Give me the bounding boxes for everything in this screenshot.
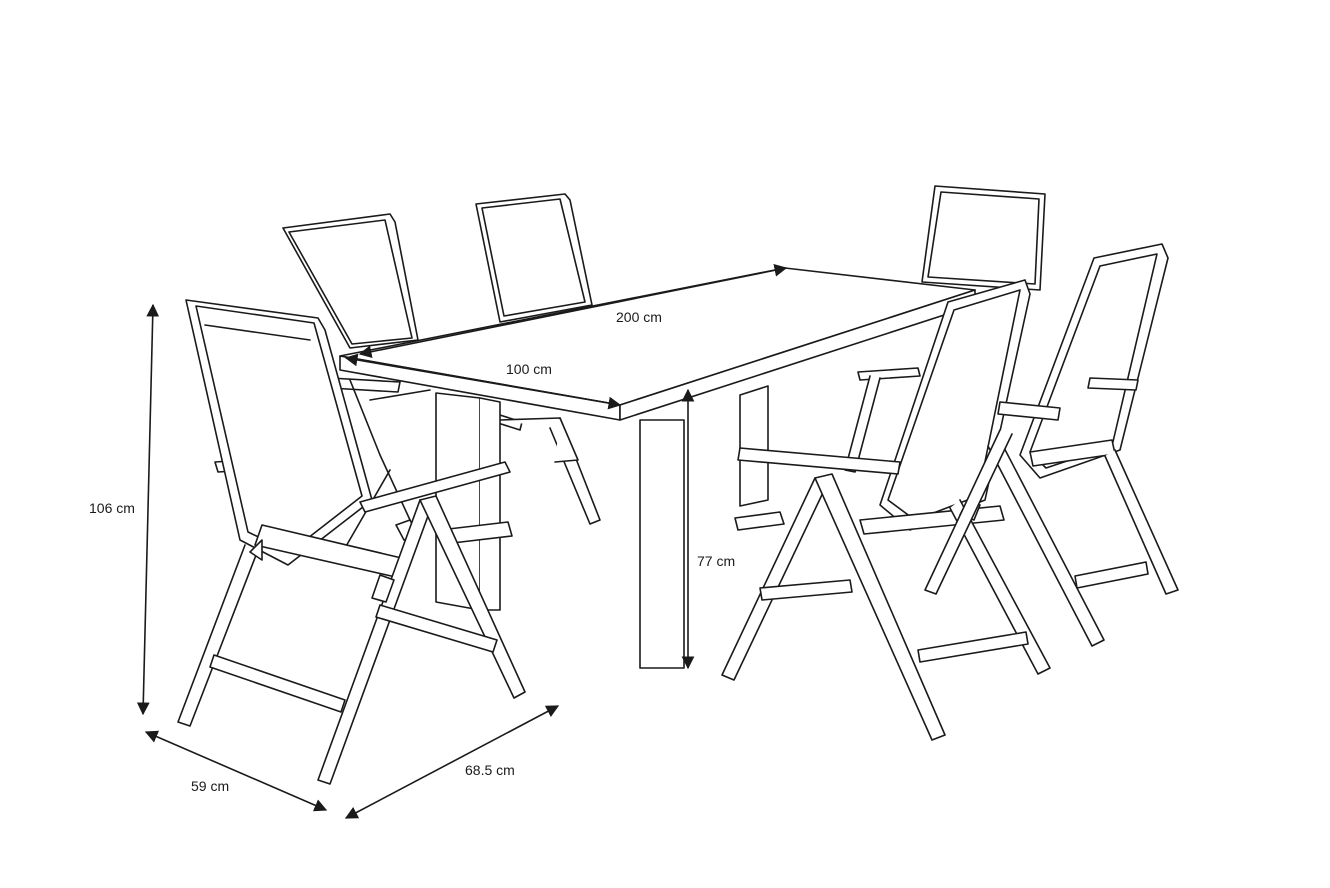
table-leg-right [739,385,769,507]
dimension-line-106 [136,303,160,716]
label-chair-depth: 68.5 cm [465,762,515,778]
dimension-line-100 [344,353,622,410]
label-chair-width: 59 cm [191,778,230,794]
dimension-line-200 [358,264,788,358]
label-chair-height: 106 cm [89,500,135,516]
front-chair-left [177,299,526,785]
back-chair-right [844,185,1046,473]
table-leg-front [639,419,685,669]
label-table-width: 100 cm [506,361,552,377]
dimension-line-59 [144,730,328,812]
label-table-height: 77 cm [697,553,736,569]
dimension-line-68-5 [344,705,560,819]
label-table-length: 200 cm [616,309,662,325]
front-chair-right [924,243,1179,647]
front-chair-middle [721,279,1051,741]
